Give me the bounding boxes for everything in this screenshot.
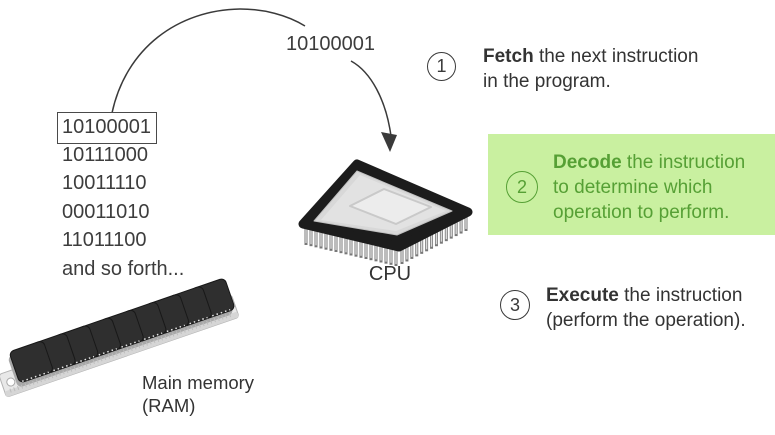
step-2-line3: operation to perform. (553, 202, 730, 223)
step-2-line2: to determine which (553, 177, 713, 198)
ram-caption-line2: (RAM) (142, 394, 196, 416)
step-2-line1: Decode the instruction (553, 150, 745, 175)
transfer-arrowhead (381, 132, 397, 152)
step-1-rest: the next instruction (533, 46, 699, 67)
ram-chips (8, 278, 235, 387)
step-2-number: 2 (516, 176, 527, 197)
step-3-rest: the instruction (618, 285, 743, 306)
step-1-circle: 1 (427, 52, 456, 81)
step-3-keyword: Execute (546, 285, 619, 306)
memory-row: 10111000 (62, 143, 149, 166)
step-1-line2: in the program. (483, 71, 611, 92)
memory-row-current: 10100001 (57, 112, 184, 144)
memory-contents-list: 10100001 10111000 10011110 00011010 1101… (57, 112, 184, 284)
cpu-caption: CPU (368, 263, 412, 285)
cpu-illustration (298, 159, 473, 266)
step-3-circle: 3 (500, 290, 530, 320)
step-2-rest: the instruction (621, 152, 746, 173)
transfer-arc (111, 8, 397, 152)
memory-row: 10011110 (62, 172, 147, 195)
step-2-text: Decode the instruction to determine whic… (553, 150, 745, 225)
current-instruction-box: 10100001 (57, 112, 157, 144)
memory-row: 00011010 (62, 200, 150, 223)
step-2-keyword: Decode (553, 152, 622, 173)
ram-illustration (0, 278, 239, 397)
transfer-instruction-label: 10100001 (286, 33, 375, 55)
step-1-keyword: Fetch (483, 46, 534, 67)
memory-value: 10100001 (62, 116, 151, 138)
step-3-line2: (perform the operation). (546, 310, 746, 331)
memory-row: 11011100 (62, 229, 147, 252)
ram-caption: Main memory (RAM) (142, 372, 254, 417)
step-2-highlight-panel: 2 Decode the instruction to determine wh… (488, 134, 775, 235)
step-3-text: Execute the instruction (perform the ope… (546, 283, 746, 333)
step-3-number: 3 (509, 294, 520, 315)
ram-caption-line1: Main memory (142, 372, 255, 393)
step-1-number: 1 (436, 56, 447, 76)
step-1-line1: Fetch the next instruction (483, 44, 698, 69)
memory-etc-label: and so forth... (62, 257, 185, 280)
step-2-circle: 2 (506, 171, 538, 203)
step-3-line1: Execute the instruction (546, 283, 746, 308)
step-1-text: Fetch the next instruction in the progra… (483, 44, 698, 94)
